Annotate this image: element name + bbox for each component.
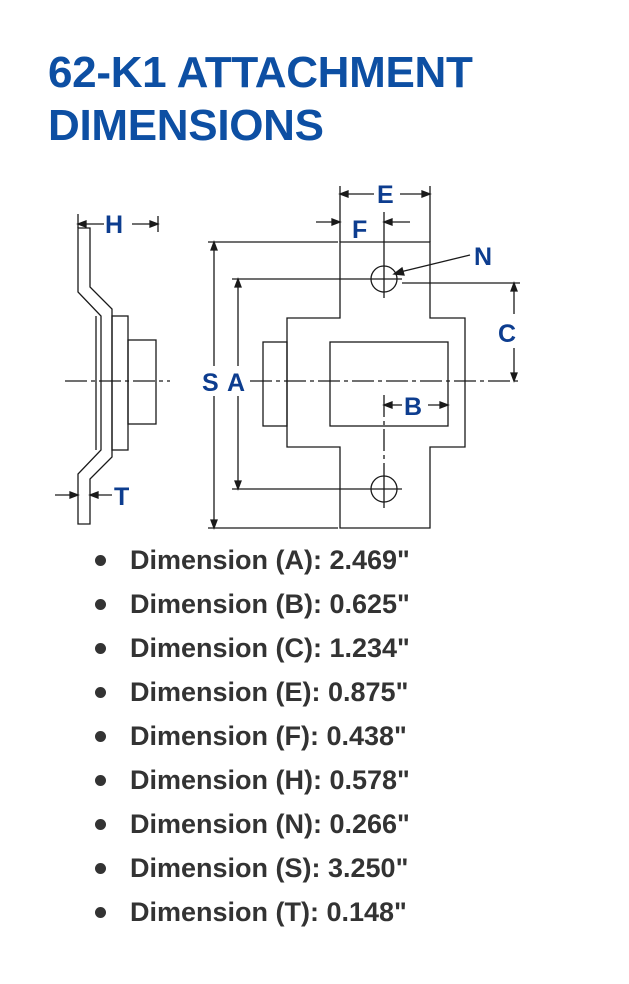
dimension-text: Dimension (T): 0.148" <box>130 897 407 927</box>
label-c: C <box>498 320 516 348</box>
label-e: E <box>377 181 394 209</box>
dim-h-arrow-left <box>76 220 87 228</box>
side-view <box>55 214 170 525</box>
dimension-item-b: Dimension (B): 0.625" <box>92 582 612 626</box>
dim-c-arrow-top <box>510 281 518 292</box>
label-t: T <box>114 483 129 511</box>
dimension-text: Dimension (F): 0.438" <box>130 721 407 751</box>
dimension-text: Dimension (B): 0.625" <box>130 589 410 619</box>
dim-n-arrow <box>392 266 405 276</box>
dim-a-arrow-top <box>234 277 242 288</box>
dimension-text: Dimension (H): 0.578" <box>130 765 410 795</box>
dim-c-arrow-bottom <box>510 372 518 383</box>
dim-h-arrow-right <box>149 220 160 228</box>
dimension-text: Dimension (E): 0.875" <box>130 677 409 707</box>
bullet-icon <box>95 775 106 786</box>
title-line-2: DIMENSIONS <box>48 101 324 150</box>
technical-drawing-svg: H T E F N C S A B <box>55 181 520 530</box>
label-h: H <box>105 211 123 239</box>
page-title: 62-K1 ATTACHMENT DIMENSIONS <box>48 46 608 152</box>
dimension-item-s: Dimension (S): 3.250" <box>92 846 612 890</box>
dimension-text: Dimension (C): 1.234" <box>130 633 410 663</box>
bullet-icon <box>95 907 106 918</box>
front-view <box>208 186 520 530</box>
bullet-icon <box>95 819 106 830</box>
dim-b-arrow-right <box>439 401 450 409</box>
dimension-item-n: Dimension (N): 0.266" <box>92 802 612 846</box>
dim-n-leader <box>395 254 471 274</box>
dimension-item-a: Dimension (A): 2.469" <box>92 538 612 582</box>
label-b: B <box>404 393 422 421</box>
dim-e-arrow-right <box>421 190 432 198</box>
dimension-list: Dimension (A): 2.469" Dimension (B): 0.6… <box>92 538 612 934</box>
dim-f-arrow-left <box>331 218 342 226</box>
dimension-item-f: Dimension (F): 0.438" <box>92 714 612 758</box>
dim-t-arrow-right <box>88 491 99 499</box>
dim-s-arrow-bottom <box>210 519 218 530</box>
side-view-tab <box>127 339 157 425</box>
dim-t-arrow-left <box>69 491 80 499</box>
dimension-item-e: Dimension (E): 0.875" <box>92 670 612 714</box>
front-view-window <box>329 341 449 427</box>
dimension-item-h: Dimension (H): 0.578" <box>92 758 612 802</box>
label-a: A <box>227 369 245 397</box>
side-view-profile <box>77 227 113 525</box>
dim-s-arrow-top <box>210 240 218 251</box>
bullet-icon <box>95 643 106 654</box>
label-n: N <box>474 243 492 271</box>
dim-b-arrow-left <box>382 401 393 409</box>
side-view-web <box>111 315 129 451</box>
bullet-icon <box>95 555 106 566</box>
dimension-item-c: Dimension (C): 1.234" <box>92 626 612 670</box>
dimension-text: Dimension (A): 2.469" <box>130 545 410 575</box>
label-s: S <box>202 369 219 397</box>
bullet-icon <box>95 687 106 698</box>
front-view-tab <box>262 341 288 427</box>
dimension-item-t: Dimension (T): 0.148" <box>92 890 612 934</box>
dim-a-arrow-bottom <box>234 480 242 491</box>
dimension-text: Dimension (N): 0.266" <box>130 809 410 839</box>
title-line-1: 62-K1 ATTACHMENT <box>48 48 473 97</box>
attachment-drawing: H T E F N C S A B <box>0 170 629 540</box>
bullet-icon <box>95 731 106 742</box>
dim-e-arrow-left <box>338 190 349 198</box>
front-view-outline <box>286 241 466 529</box>
label-f: F <box>352 216 367 244</box>
bullet-icon <box>95 599 106 610</box>
bullet-icon <box>95 863 106 874</box>
dimension-text: Dimension (S): 3.250" <box>130 853 409 883</box>
dim-f-arrow-right <box>382 218 393 226</box>
